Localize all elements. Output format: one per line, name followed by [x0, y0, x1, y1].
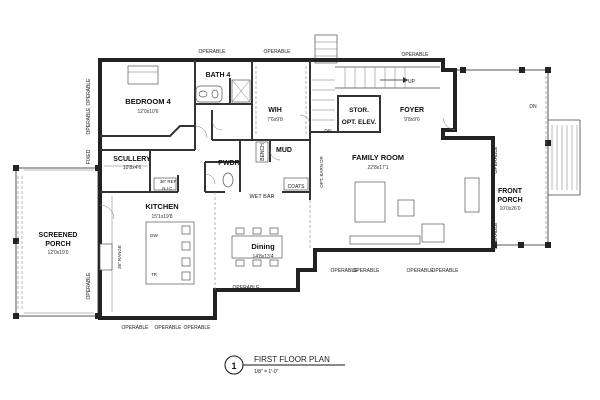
room-family-name: FAMILY ROOM: [352, 153, 404, 162]
note-tr: TR: [151, 272, 158, 277]
room-bath4-name: BATH 4: [206, 72, 231, 79]
room-foyer-dim: 9'8x9'6: [404, 117, 420, 123]
note-dn: DN: [529, 104, 537, 110]
interior-walls: [100, 60, 381, 200]
title-number: 1: [231, 361, 236, 371]
note-wet-bar: WET BAR: [250, 194, 275, 200]
note-operable: OPERABLE: [86, 107, 92, 135]
scullery-counter: [104, 165, 177, 191]
note-operable: OPERABLE: [402, 52, 430, 58]
note-coats: COATS: [288, 184, 306, 190]
room-wih-dim: 7'6x9'8: [267, 117, 283, 123]
family-furniture: [349, 177, 480, 245]
note-operable: OPERABLE: [233, 285, 261, 291]
room-scullery-dim: 10'8x4'6: [123, 165, 142, 171]
powder-toilet: [222, 172, 234, 188]
note-operable: OPERABLE: [86, 272, 92, 300]
note-range: 36" RANGE: [117, 245, 122, 269]
wih-shelves: [255, 66, 307, 136]
room-front-name: FRONT: [498, 188, 523, 195]
room-mud-name: MUD: [276, 147, 292, 154]
note-operable: OPERABLE: [184, 325, 212, 331]
annotations: OPERABLE OPERABLE OPERABLE OPERABLE OPER…: [86, 49, 537, 331]
dining-table: [231, 227, 283, 267]
note-ref: 36" REF: [160, 179, 177, 184]
main-stair: [312, 66, 440, 121]
room-labels: BEDROOM 4 12'0x10'6 BATH 4 WIH 7'6x9'8 S…: [39, 72, 523, 260]
title-scale: 1/8" = 1'-0": [254, 369, 279, 375]
bedroom-bed: [127, 65, 159, 85]
room-stor-sub: OPT. ELEV.: [342, 119, 377, 126]
note-operable: OPERABLE: [331, 268, 359, 274]
note-operable: OPERABLE: [432, 268, 460, 274]
room-bedroom4-name: BEDROOM 4: [125, 97, 171, 106]
room-scullery-name: SCULLERY: [113, 156, 151, 163]
room-dining-name: Dining: [251, 242, 275, 251]
note-up: UP: [408, 79, 416, 85]
note-operable: OPERABLE: [199, 49, 227, 55]
room-screened-name: SCREENED: [39, 232, 78, 239]
bath-fixtures: [195, 79, 251, 103]
door-swings: [99, 114, 456, 290]
note-operable: OPERABLE: [122, 325, 150, 331]
note-operable: OPERABLE: [407, 268, 435, 274]
note-fixed: FIXED: [86, 149, 92, 164]
room-front-sub: PORCH: [497, 197, 522, 204]
room-screened-sub: PORCH: [45, 241, 70, 248]
note-dw: DW: [150, 233, 158, 238]
note-operable: OPERABLE: [353, 268, 381, 274]
kitchen-island: [145, 221, 195, 285]
kitchen-counter: [99, 196, 113, 312]
exterior-stair: [548, 119, 581, 196]
note-dn: DN: [324, 129, 332, 135]
room-front-dim: 10'0x26'0: [499, 206, 520, 212]
note-operable: OPERABLE: [493, 146, 499, 174]
note-operable: OPERABLE: [86, 78, 92, 106]
title-name: FIRST FLOOR PLAN: [254, 355, 330, 364]
note-operable: OPERABLE: [264, 49, 292, 55]
front-porch: [455, 67, 581, 248]
room-stor-name: STOR.: [349, 107, 369, 114]
note-operable: OPERABLE: [493, 222, 499, 250]
note-opt-barn: OPT. BARN DR: [319, 156, 324, 188]
note-bench: BENCH: [260, 143, 266, 161]
room-pwdr-name: PWDR: [218, 160, 239, 167]
room-screened-dim: 12'0x19'0: [47, 250, 68, 256]
room-family-dim: 22'8x17'1: [367, 165, 388, 171]
title-block: 1 FIRST FLOOR PLAN 1/8" = 1'-0": [224, 355, 345, 375]
room-bedroom4-dim: 12'0x10'6: [137, 109, 158, 115]
note-operable: OPERABLE: [155, 325, 183, 331]
room-foyer-name: FOYER: [400, 107, 424, 114]
room-kitchen-name: KITCHEN: [145, 202, 178, 211]
rear-stair: [314, 34, 338, 64]
note-nic: N.I.C.: [162, 186, 174, 191]
mud-bench: [255, 141, 309, 191]
room-kitchen-dim: 15'1x19'8: [151, 214, 172, 220]
exterior-walls: [98, 58, 495, 320]
room-wih-name: WIH: [268, 107, 282, 114]
room-dining-dim: 14'8x13'4: [252, 254, 273, 260]
